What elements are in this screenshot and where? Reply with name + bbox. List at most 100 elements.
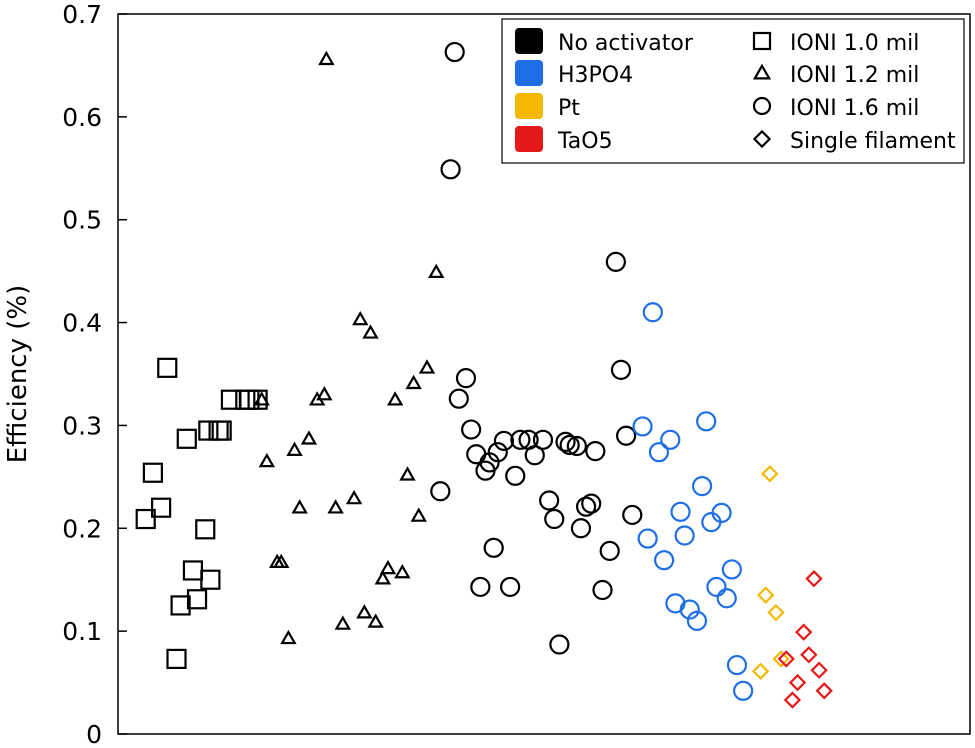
y-tick-label: 0.1 (62, 617, 102, 646)
data-point (592, 579, 613, 601)
legend-swatch (515, 28, 543, 54)
legend-activator-label: H3PO4 (558, 63, 633, 88)
data-point (757, 586, 775, 604)
legend-marker-label: IONI 1.2 mil (790, 63, 919, 88)
data-point (637, 528, 658, 549)
legend-marker (752, 129, 772, 149)
data-point (767, 603, 785, 622)
data-point (198, 420, 219, 441)
data-point (686, 610, 708, 631)
legend-marker-label: IONI 1.6 mil (790, 96, 919, 121)
data-point (461, 419, 482, 440)
data-point (566, 435, 587, 457)
data-point (334, 615, 352, 630)
data-point (510, 429, 531, 450)
data-point (559, 434, 580, 456)
data-point (696, 411, 717, 432)
data-point (751, 662, 770, 680)
data-point (200, 569, 221, 590)
legend-marker (752, 31, 772, 51)
data-point (524, 445, 545, 466)
y-axis: 00.10.20.30.40.50.60.7 (62, 0, 127, 748)
data-point (362, 324, 379, 339)
data-point (487, 442, 508, 463)
data-point (539, 490, 560, 511)
data-point (258, 452, 276, 468)
data-points (135, 41, 833, 709)
data-point (674, 525, 695, 546)
data-point (410, 507, 427, 522)
legend-marker (752, 63, 772, 80)
data-point (648, 442, 670, 463)
data-point (616, 425, 637, 446)
data-point (706, 576, 727, 598)
legend-activator-label: Pt (558, 96, 580, 121)
legend-activator-label: No activator (558, 31, 694, 56)
data-point (345, 489, 363, 505)
y-tick-label: 0.2 (62, 514, 102, 543)
data-point (394, 563, 411, 579)
legend-box (501, 18, 965, 164)
legend-swatch (515, 126, 543, 152)
data-point (291, 499, 308, 514)
data-point (367, 613, 384, 628)
data-point (466, 444, 487, 465)
y-tick-label: 0.7 (62, 0, 102, 29)
data-point (455, 368, 477, 389)
data-point (399, 466, 416, 481)
data-point (500, 576, 521, 598)
data-point (327, 499, 344, 514)
data-point (247, 389, 268, 410)
y-axis-label: Efficiency (%) (3, 285, 33, 464)
data-point (448, 388, 469, 409)
data-point (622, 504, 643, 526)
data-point (777, 650, 795, 668)
data-point (356, 604, 373, 619)
data-point (716, 588, 737, 609)
legend-marker (752, 96, 772, 116)
data-point (470, 576, 491, 598)
data-point (430, 481, 451, 502)
data-point (679, 599, 700, 620)
data-point (170, 595, 191, 616)
data-point (549, 634, 570, 655)
legend-activator-label: TaO5 (557, 129, 613, 154)
data-point (166, 648, 187, 670)
data-point (800, 646, 818, 664)
data-point (610, 359, 632, 380)
data-point (772, 650, 790, 668)
data-point (300, 430, 318, 445)
data-point (211, 420, 232, 441)
legend-swatch (515, 60, 543, 86)
y-tick-label: 0 (86, 720, 102, 748)
data-point (670, 501, 691, 522)
legend-marker-label: Single filament (790, 129, 956, 154)
data-point (761, 465, 779, 483)
data-point (544, 508, 565, 530)
data-point (444, 41, 465, 63)
legend-swatch (515, 93, 543, 119)
data-point (810, 661, 828, 679)
data-point (493, 430, 515, 451)
data-point (135, 508, 156, 530)
data-point (182, 560, 204, 581)
data-point (186, 589, 208, 610)
data-point (352, 310, 369, 326)
data-point (585, 441, 606, 462)
data-point (151, 497, 172, 518)
data-point (570, 518, 592, 539)
data-point (483, 537, 504, 558)
data-point (440, 159, 461, 180)
data-point (318, 50, 335, 66)
data-point (721, 559, 742, 580)
data-point (176, 428, 197, 449)
data-point (654, 550, 675, 571)
data-point (575, 496, 597, 517)
data-point (733, 680, 754, 701)
data-point (386, 391, 404, 406)
data-point (691, 476, 713, 497)
data-point (253, 391, 270, 406)
y-tick-label: 0.5 (62, 206, 102, 235)
